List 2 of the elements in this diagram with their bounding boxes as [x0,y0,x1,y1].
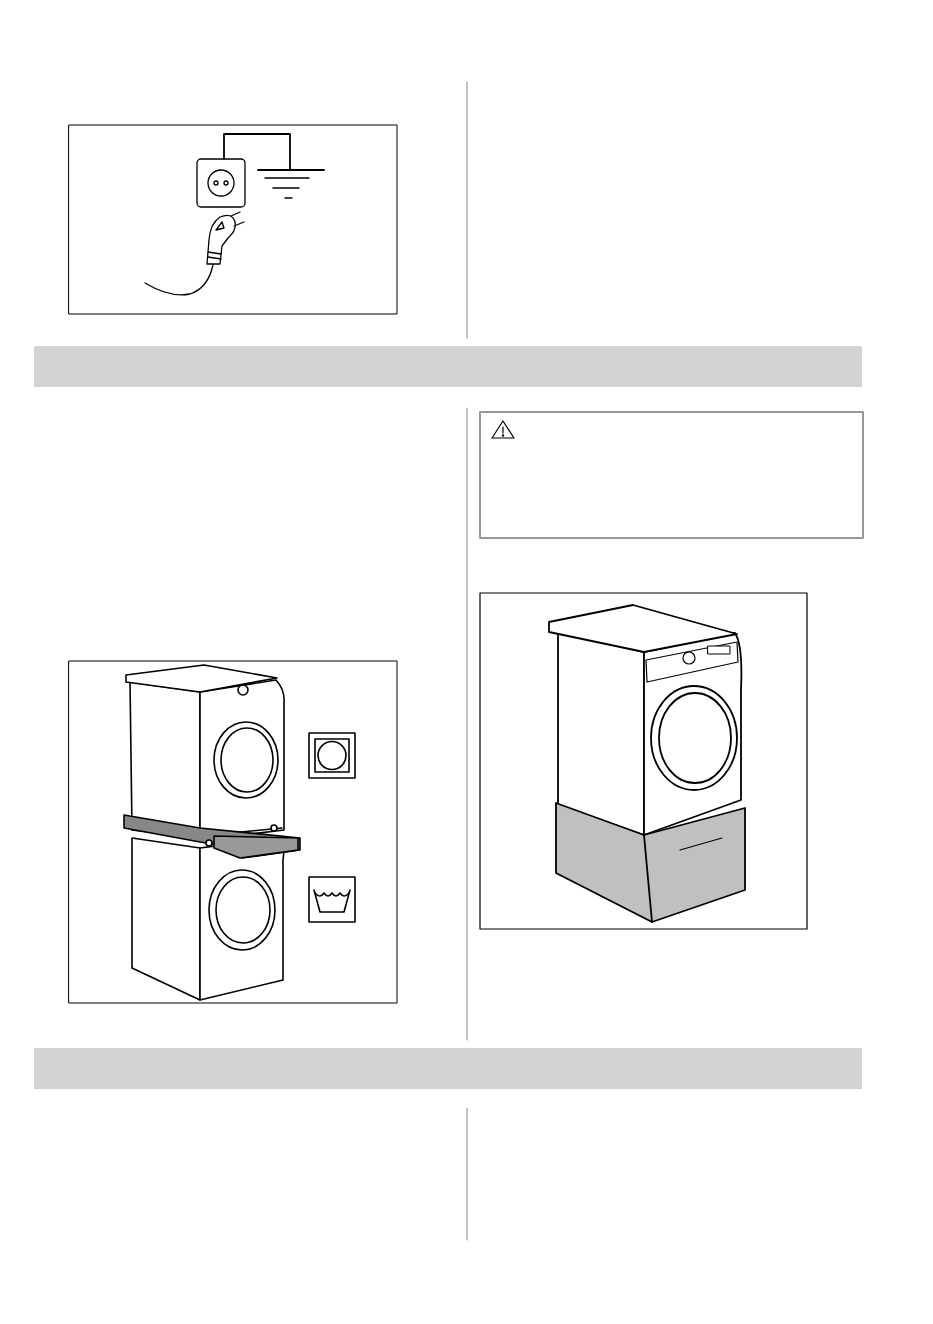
section-heading-bar [34,346,862,387]
section-heading-bar [34,1048,862,1089]
